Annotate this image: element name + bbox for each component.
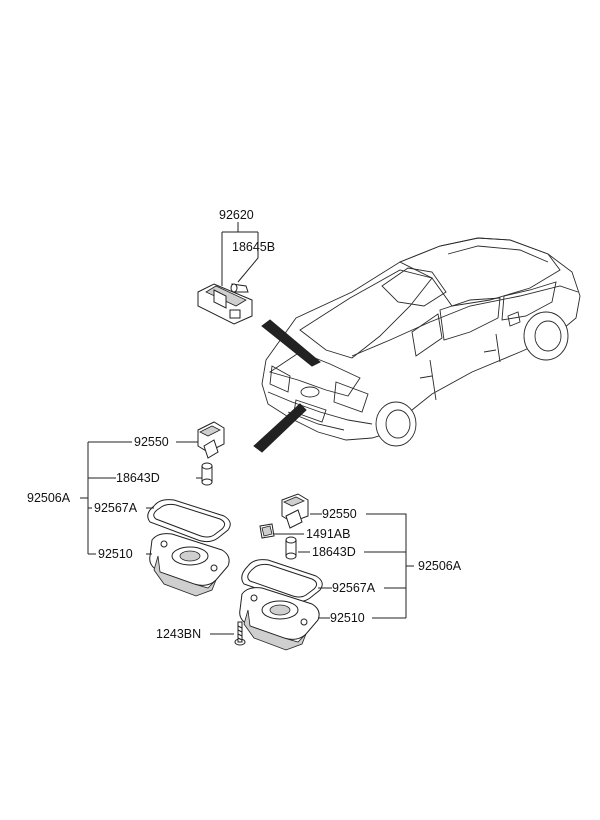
label-92506A-left: 92506A xyxy=(27,491,71,505)
right-clip xyxy=(259,523,275,539)
right-socket xyxy=(281,493,309,529)
screw xyxy=(234,621,246,646)
label-1243BN: 1243BN xyxy=(156,627,201,641)
upper-pointer-arrow xyxy=(261,319,321,367)
right-gasket xyxy=(241,559,323,603)
label-18645B: 18645B xyxy=(232,240,275,254)
label-92506A-right: 92506A xyxy=(418,559,462,573)
label-92567A-left: 92567A xyxy=(94,501,138,515)
label-92510-left: 92510 xyxy=(98,547,133,561)
label-92510-right: 92510 xyxy=(330,611,365,625)
vehicle-illustration xyxy=(261,237,581,447)
right-bulb xyxy=(285,536,297,560)
left-gasket xyxy=(147,499,231,543)
right-lens xyxy=(239,587,320,651)
left-socket xyxy=(197,421,225,459)
left-bulb xyxy=(201,462,213,486)
label-92550-right: 92550 xyxy=(322,507,357,521)
label-92567A-right: 92567A xyxy=(332,581,376,595)
left-lens xyxy=(149,533,230,597)
label-1491AB: 1491AB xyxy=(306,527,350,541)
label-92550-left: 92550 xyxy=(134,435,169,449)
lower-pointer-arrow xyxy=(253,403,307,453)
label-18643D-right: 18643D xyxy=(312,545,356,559)
label-18643D-left: 18643D xyxy=(116,471,160,485)
label-92620: 92620 xyxy=(219,208,254,222)
map-lamp-assembly xyxy=(197,283,253,325)
